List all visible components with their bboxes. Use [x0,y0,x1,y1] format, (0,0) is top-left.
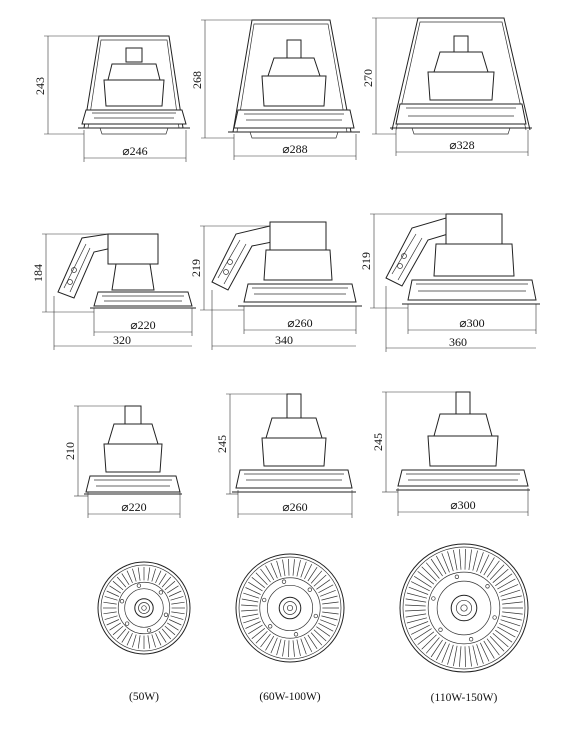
row2-width-label-2: 340 [275,333,293,347]
row1-diameter-label-1: ⌀246 [122,144,147,158]
row1-height-label-3: 270 [361,69,375,87]
row1-diameter-label-3: ⌀328 [449,138,474,152]
row3-diameter-label-2: ⌀260 [282,500,307,514]
row3-diameter-label-1: ⌀220 [121,500,146,514]
row1-height-label-1: 243 [33,77,47,95]
row3-dimensions [74,391,529,518]
row3-height-label-1: 210 [63,442,77,460]
row1-dimensions [44,17,529,162]
row2-diameter-label-2: ⌀260 [287,316,312,330]
top-view-50w [97,561,191,655]
row2-diameter-label-1: ⌀220 [130,318,155,332]
row2-height-label-3: 219 [359,252,373,270]
row3-diameter-label-3: ⌀300 [450,498,475,512]
row3-lamp-medium [232,393,356,493]
row2-width-label-3: 360 [449,335,467,349]
top-view-60w-100w [235,553,345,663]
row2-width-label-1: 320 [113,333,131,347]
row1-height-label-2: 268 [190,71,204,89]
caption-50w: (50W) [129,691,159,703]
row1-lamp-large [390,17,532,135]
row3-height-label-3: 245 [371,433,385,451]
caption-110w-150w: (110W-150W) [431,692,498,704]
row2-height-label-2: 219 [189,259,203,277]
row1-lamp-small [78,35,190,135]
row1-lamp-medium [228,19,360,139]
caption-60w-100w: (60W-100W) [259,691,320,703]
row2-lamp-large [385,213,540,305]
row2-lamp-medium [211,221,362,307]
row3-height-label-2: 245 [215,435,229,453]
row2-height-label-1: 184 [31,264,45,282]
row1-diameter-label-2: ⌀288 [282,142,307,156]
top-views [97,543,529,673]
top-view-110w-150w [399,543,529,673]
row3-lamp-large [396,391,530,491]
row2-dimensions [42,213,537,352]
row2-lamp-small [57,233,196,309]
row2-diameter-label-3: ⌀300 [459,316,484,330]
row3-lamp-small [84,405,182,495]
